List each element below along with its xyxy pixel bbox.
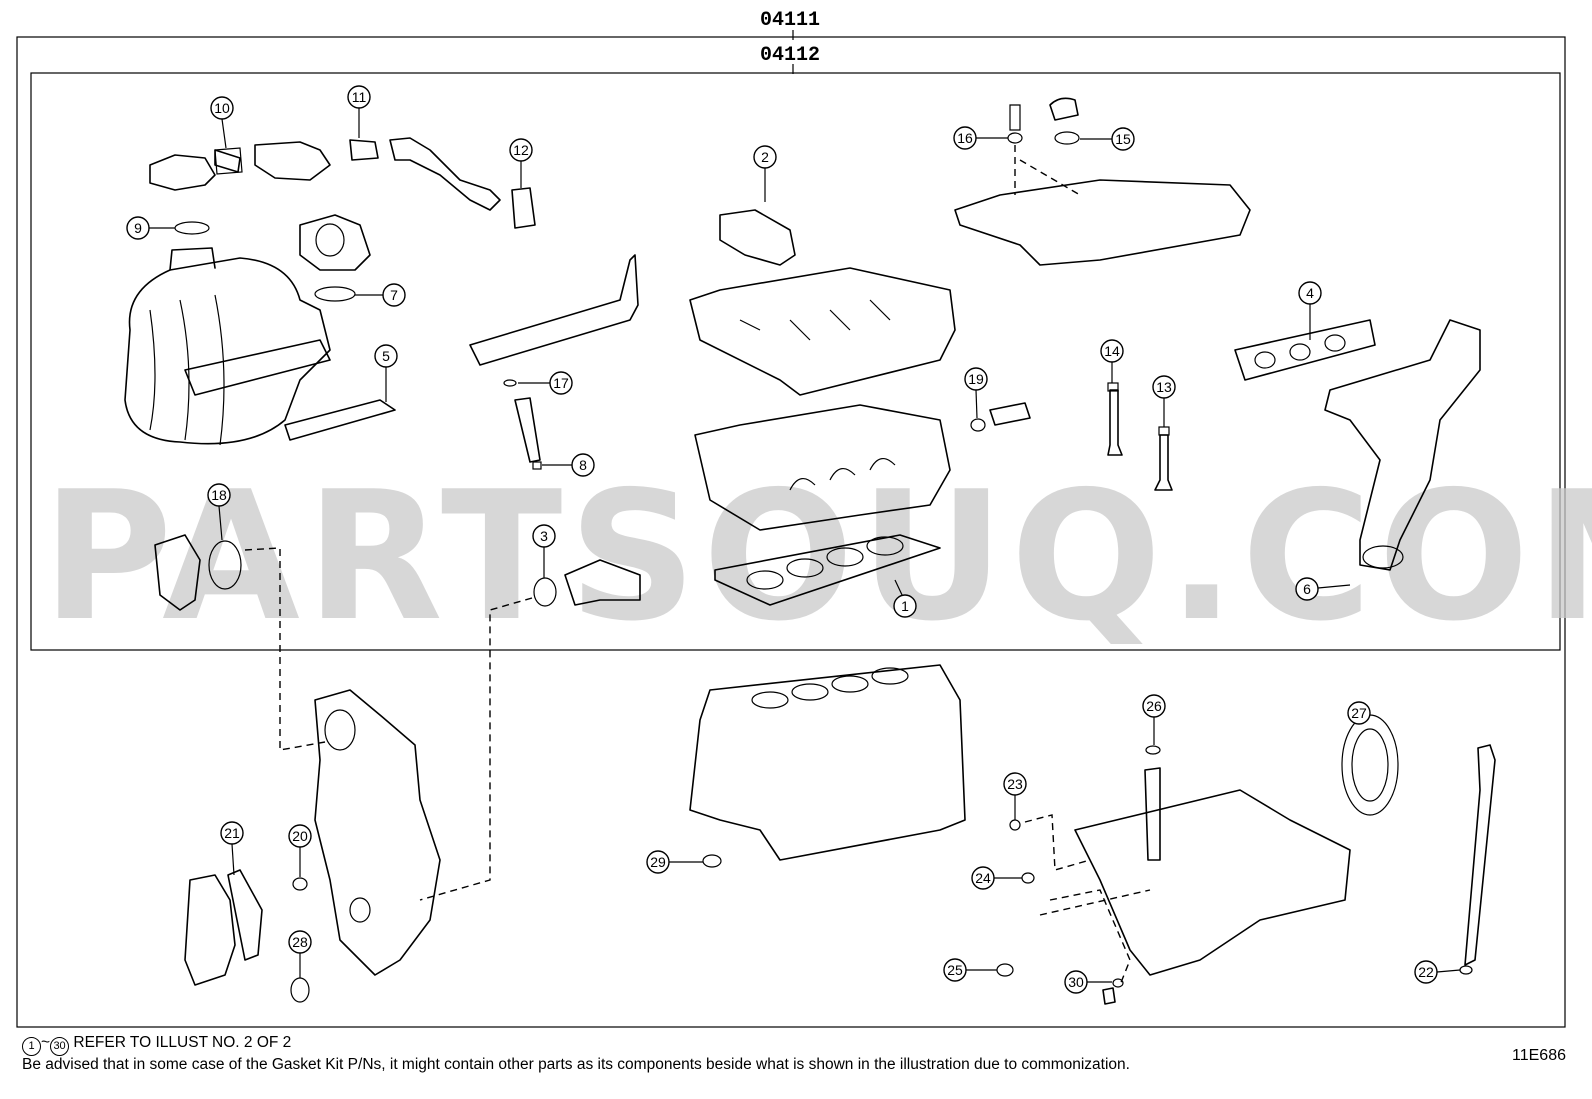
- svg-text:25: 25: [947, 962, 963, 978]
- svg-text:14: 14: [1104, 343, 1120, 359]
- callout-14[interactable]: 14: [1100, 339, 1124, 383]
- svg-text:19: 19: [968, 371, 984, 387]
- svg-text:5: 5: [382, 348, 390, 364]
- watermark: PARTSOUQ.COM: [42, 453, 1592, 660]
- callout-13[interactable]: 13: [1152, 375, 1176, 427]
- fuel-rail-drawing: [469, 254, 639, 470]
- callout-27[interactable]: 27: [1347, 701, 1371, 725]
- refer-text: REFER TO ILLUST NO. 2 OF 2: [73, 1034, 292, 1051]
- callout-22[interactable]: 22: [1414, 960, 1461, 984]
- callout-2[interactable]: 2: [753, 145, 777, 202]
- head-gasket-drawing: [714, 534, 941, 606]
- svg-text:3: 3: [540, 528, 548, 544]
- callout-7[interactable]: 7: [355, 283, 406, 307]
- svg-text:17: 17: [553, 375, 569, 391]
- callout-19[interactable]: 19: [964, 367, 988, 419]
- oil-pan-dash-line-c: [1039, 889, 1151, 916]
- callout-15[interactable]: 15: [1080, 127, 1135, 151]
- callout-25[interactable]: 25: [943, 958, 997, 982]
- svg-text:11: 11: [352, 89, 367, 105]
- svg-text:2: 2: [761, 149, 769, 165]
- svg-text:6: 6: [1303, 581, 1311, 597]
- svg-text:12: 12: [513, 142, 529, 158]
- range-start-badge: 1: [22, 1037, 41, 1056]
- svg-text:21: 21: [224, 825, 240, 841]
- callout-3[interactable]: 3: [532, 524, 556, 578]
- svg-text:26: 26: [1146, 698, 1162, 714]
- svg-text:15: 15: [1115, 131, 1131, 147]
- water-pump-dash-line: [244, 547, 326, 751]
- svg-text:16: 16: [957, 130, 973, 146]
- timing-cover-drawing: [184, 689, 441, 1003]
- oil-pan-dash-line-a: [1024, 814, 1091, 871]
- cylinder-head-drawing: [694, 404, 951, 531]
- advisory-note: Be advised that in some case of the Gask…: [22, 1056, 1130, 1073]
- callout-28[interactable]: 28: [288, 930, 312, 978]
- callout-26[interactable]: 26: [1142, 694, 1166, 745]
- callout-11[interactable]: 11: [347, 85, 371, 138]
- intake-manifold-drawing: [124, 247, 396, 446]
- figure-code: 11E686: [1512, 1047, 1566, 1064]
- outer-kit-code: 04111: [760, 9, 820, 32]
- svg-text:8: 8: [579, 457, 587, 473]
- callout-16[interactable]: 16: [953, 126, 1008, 150]
- refer-note: 1~30 REFER TO ILLUST NO. 2 OF 2: [22, 1034, 291, 1056]
- callout-24[interactable]: 24: [971, 866, 1022, 890]
- callout-30[interactable]: 30: [1064, 970, 1112, 994]
- svg-text:4: 4: [1306, 285, 1314, 301]
- svg-text:13: 13: [1156, 379, 1172, 395]
- svg-text:29: 29: [650, 854, 666, 870]
- svg-text:28: 28: [292, 934, 308, 950]
- svg-text:9: 9: [134, 220, 142, 236]
- exhaust-manifold-drawing: [1234, 319, 1481, 571]
- callout-8[interactable]: 8: [542, 453, 595, 477]
- svg-text:7: 7: [390, 287, 398, 303]
- cylinder-block-drawing: [689, 664, 966, 868]
- callout-6[interactable]: 6: [1295, 577, 1351, 601]
- water-pump-drawing: [154, 534, 641, 611]
- callout-18[interactable]: 18: [207, 483, 231, 541]
- oil-pan-drawing: [996, 714, 1496, 1005]
- outer-kit-frame: [16, 36, 1566, 1028]
- callout-9[interactable]: 9: [126, 216, 210, 240]
- callout-12[interactable]: 12: [509, 138, 533, 188]
- svg-text:23: 23: [1007, 776, 1023, 792]
- valve-cover-drawing: [954, 97, 1251, 266]
- callout-20[interactable]: 20: [288, 824, 312, 877]
- oil-pan-dash-line-b: [1049, 889, 1131, 986]
- svg-text:30: 30: [1068, 974, 1084, 990]
- water-outlet-dash-line: [419, 597, 533, 901]
- callout-17[interactable]: 17: [518, 371, 573, 395]
- inner-kit-code: 04112: [760, 44, 820, 67]
- callout-10[interactable]: 10: [210, 96, 243, 175]
- svg-text:24: 24: [975, 870, 991, 886]
- egr-components-drawing: [149, 137, 536, 229]
- svg-text:20: 20: [292, 828, 308, 844]
- svg-text:22: 22: [1418, 964, 1434, 980]
- callout-5[interactable]: 5: [374, 344, 398, 402]
- callout-4[interactable]: 4: [1298, 281, 1322, 340]
- range-separator: ~: [41, 1034, 51, 1051]
- svg-text:18: 18: [211, 487, 227, 503]
- inner-kit-frame: [30, 72, 1561, 651]
- svg-text:10: 10: [214, 100, 230, 116]
- range-end-badge: 30: [50, 1037, 70, 1056]
- callout-1[interactable]: 1: [893, 579, 917, 618]
- camshaft-housing-drawing: [689, 209, 956, 396]
- svg-text:1: 1: [901, 598, 909, 614]
- throttle-body-drawing: [299, 214, 371, 302]
- callout-29[interactable]: 29: [646, 850, 703, 874]
- callout-21[interactable]: 21: [220, 821, 244, 876]
- svg-text:27: 27: [1351, 705, 1367, 721]
- valves-drawing: [970, 382, 1173, 491]
- callout-23[interactable]: 23: [1003, 772, 1027, 820]
